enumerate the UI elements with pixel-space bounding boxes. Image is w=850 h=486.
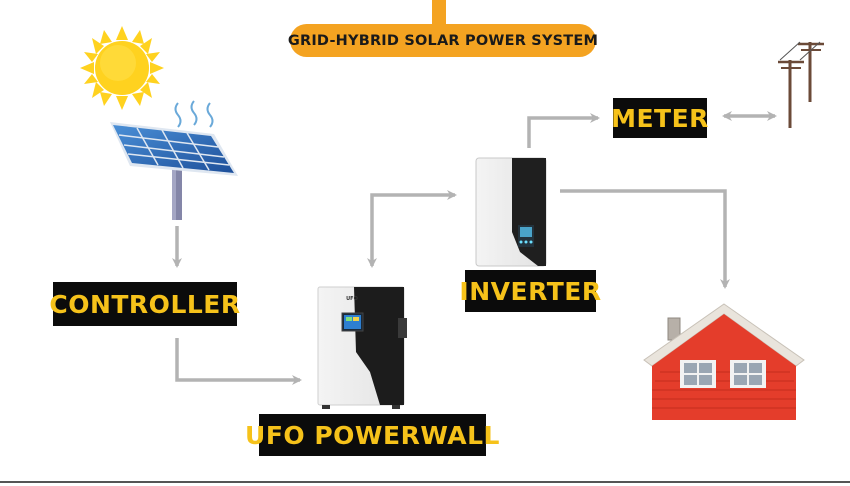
arrow-inverter-to-house — [560, 189, 730, 289]
powerwall-label: UFO POWERWALL — [245, 414, 500, 456]
powerwall-logo: UFO — [346, 296, 358, 302]
power-pole-icon — [778, 41, 824, 128]
arrow-controller-to-powerwall — [175, 338, 302, 385]
arrow-inverter-to-meter — [527, 113, 600, 148]
diagram-title: GRID-HYBRID SOLAR POWER SYSTEM — [288, 24, 598, 57]
inverter-icon — [475, 157, 547, 267]
flow-arrows — [172, 111, 777, 385]
heat-waves-icon — [174, 100, 214, 128]
powerwall-battery-icon: UFO — [317, 286, 407, 409]
arrow-powerwall-inverter — [367, 190, 457, 268]
controller-label: CONTROLLER — [49, 282, 240, 326]
bottom-divider — [0, 481, 850, 483]
meter-label: METER — [611, 98, 708, 138]
house-icon — [643, 303, 805, 420]
inverter-label: INVERTER — [459, 270, 601, 312]
sun-icon — [80, 26, 164, 110]
title-stem — [432, 0, 446, 25]
solar-panel-icon — [110, 122, 238, 220]
